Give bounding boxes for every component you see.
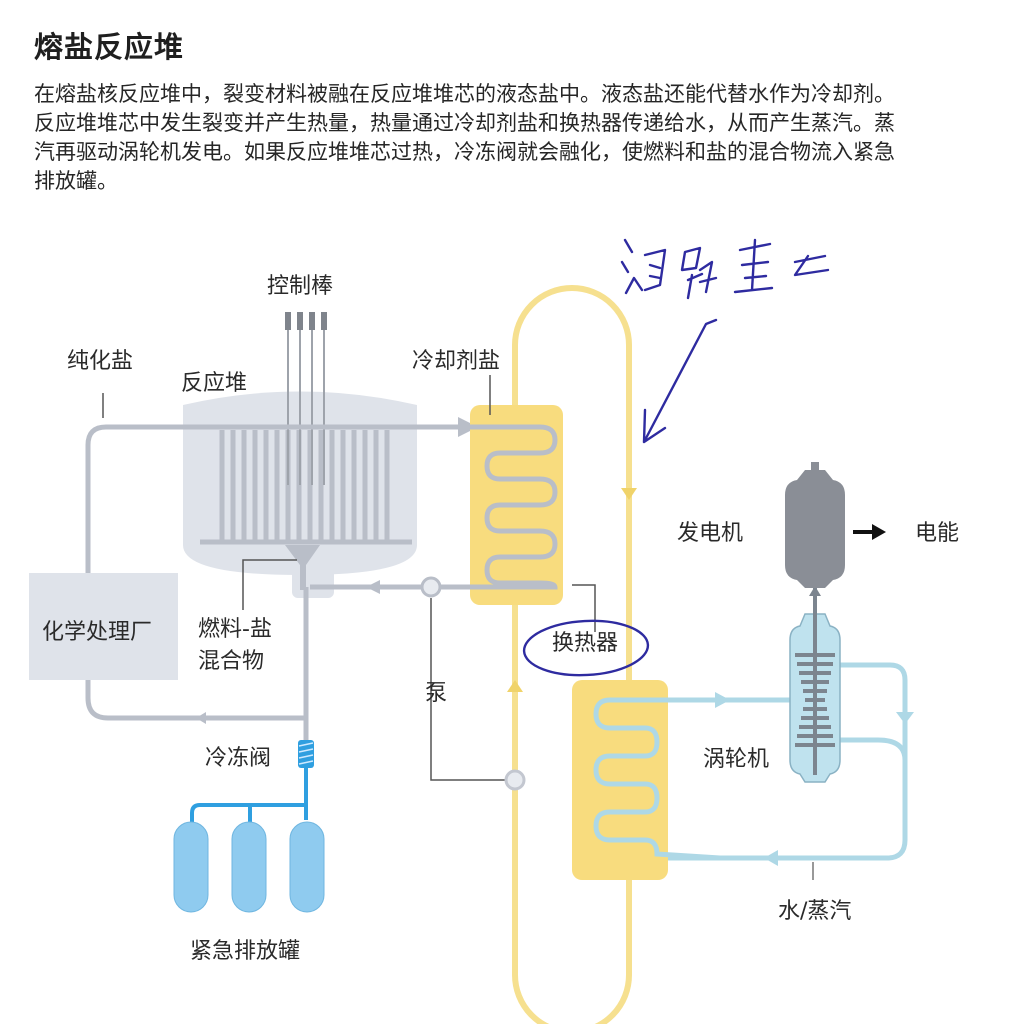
label-freeze-valve: 冷冻阀 (205, 746, 271, 771)
steam-arrow (715, 692, 730, 708)
chem-return-arrow (196, 712, 206, 724)
coolant-flow-arrow-up (507, 680, 523, 692)
drain-piping (190, 768, 308, 825)
label-coolant-salt: 冷却剂盐 (412, 349, 500, 374)
coolant-salt-loop (512, 285, 632, 1024)
label-water-steam: 水/蒸汽 (778, 899, 851, 924)
label-turbine: 涡轮机 (703, 747, 769, 772)
return-arrow (366, 580, 380, 594)
label-chemical-plant: 化学处理厂 (42, 620, 152, 645)
water-return-arrow (764, 850, 778, 866)
label-control-rods: 控制棒 (267, 274, 333, 299)
page-title: 熔盐反应堆 (34, 30, 185, 64)
annotation-arrow (642, 318, 718, 444)
coolant-flow-arrow-down (621, 488, 637, 500)
secondary-heat-exchanger (572, 680, 721, 880)
secondary-pump (504, 769, 526, 791)
label-generator: 发电机 (677, 521, 743, 546)
turbine (789, 580, 841, 783)
label-electricity: 电能 (915, 521, 959, 546)
label-fuel-salt-2: 混合物 (198, 649, 264, 674)
output-arrow-icon (853, 524, 886, 540)
drain-tanks (173, 821, 325, 913)
label-fuel-salt-1: 燃料-盐 (198, 617, 272, 642)
annotation-circle (522, 619, 650, 677)
water-down-arrow (896, 712, 914, 724)
label-purified-salt: 纯化盐 (67, 349, 133, 374)
primary-pump (420, 576, 442, 598)
label-heat-exchanger: 换热器 (552, 631, 618, 656)
description-paragraph: 在熔盐核反应堆中，裂变材料被融在反应堆堆芯的液态盐中。液态盐还能代替水作为冷却剂… (34, 82, 895, 193)
generator (785, 462, 845, 588)
freeze-valve (298, 740, 314, 768)
label-pump: 泵 (425, 681, 447, 706)
control-rods (285, 312, 327, 485)
chemical-plant-box (29, 573, 178, 680)
label-reactor: 反应堆 (181, 371, 247, 396)
leader-lines (102, 375, 596, 781)
primary-heat-exchanger (470, 405, 563, 605)
handwritten-annotation (522, 238, 830, 677)
label-drain-tanks: 紧急排放罐 (190, 939, 300, 964)
